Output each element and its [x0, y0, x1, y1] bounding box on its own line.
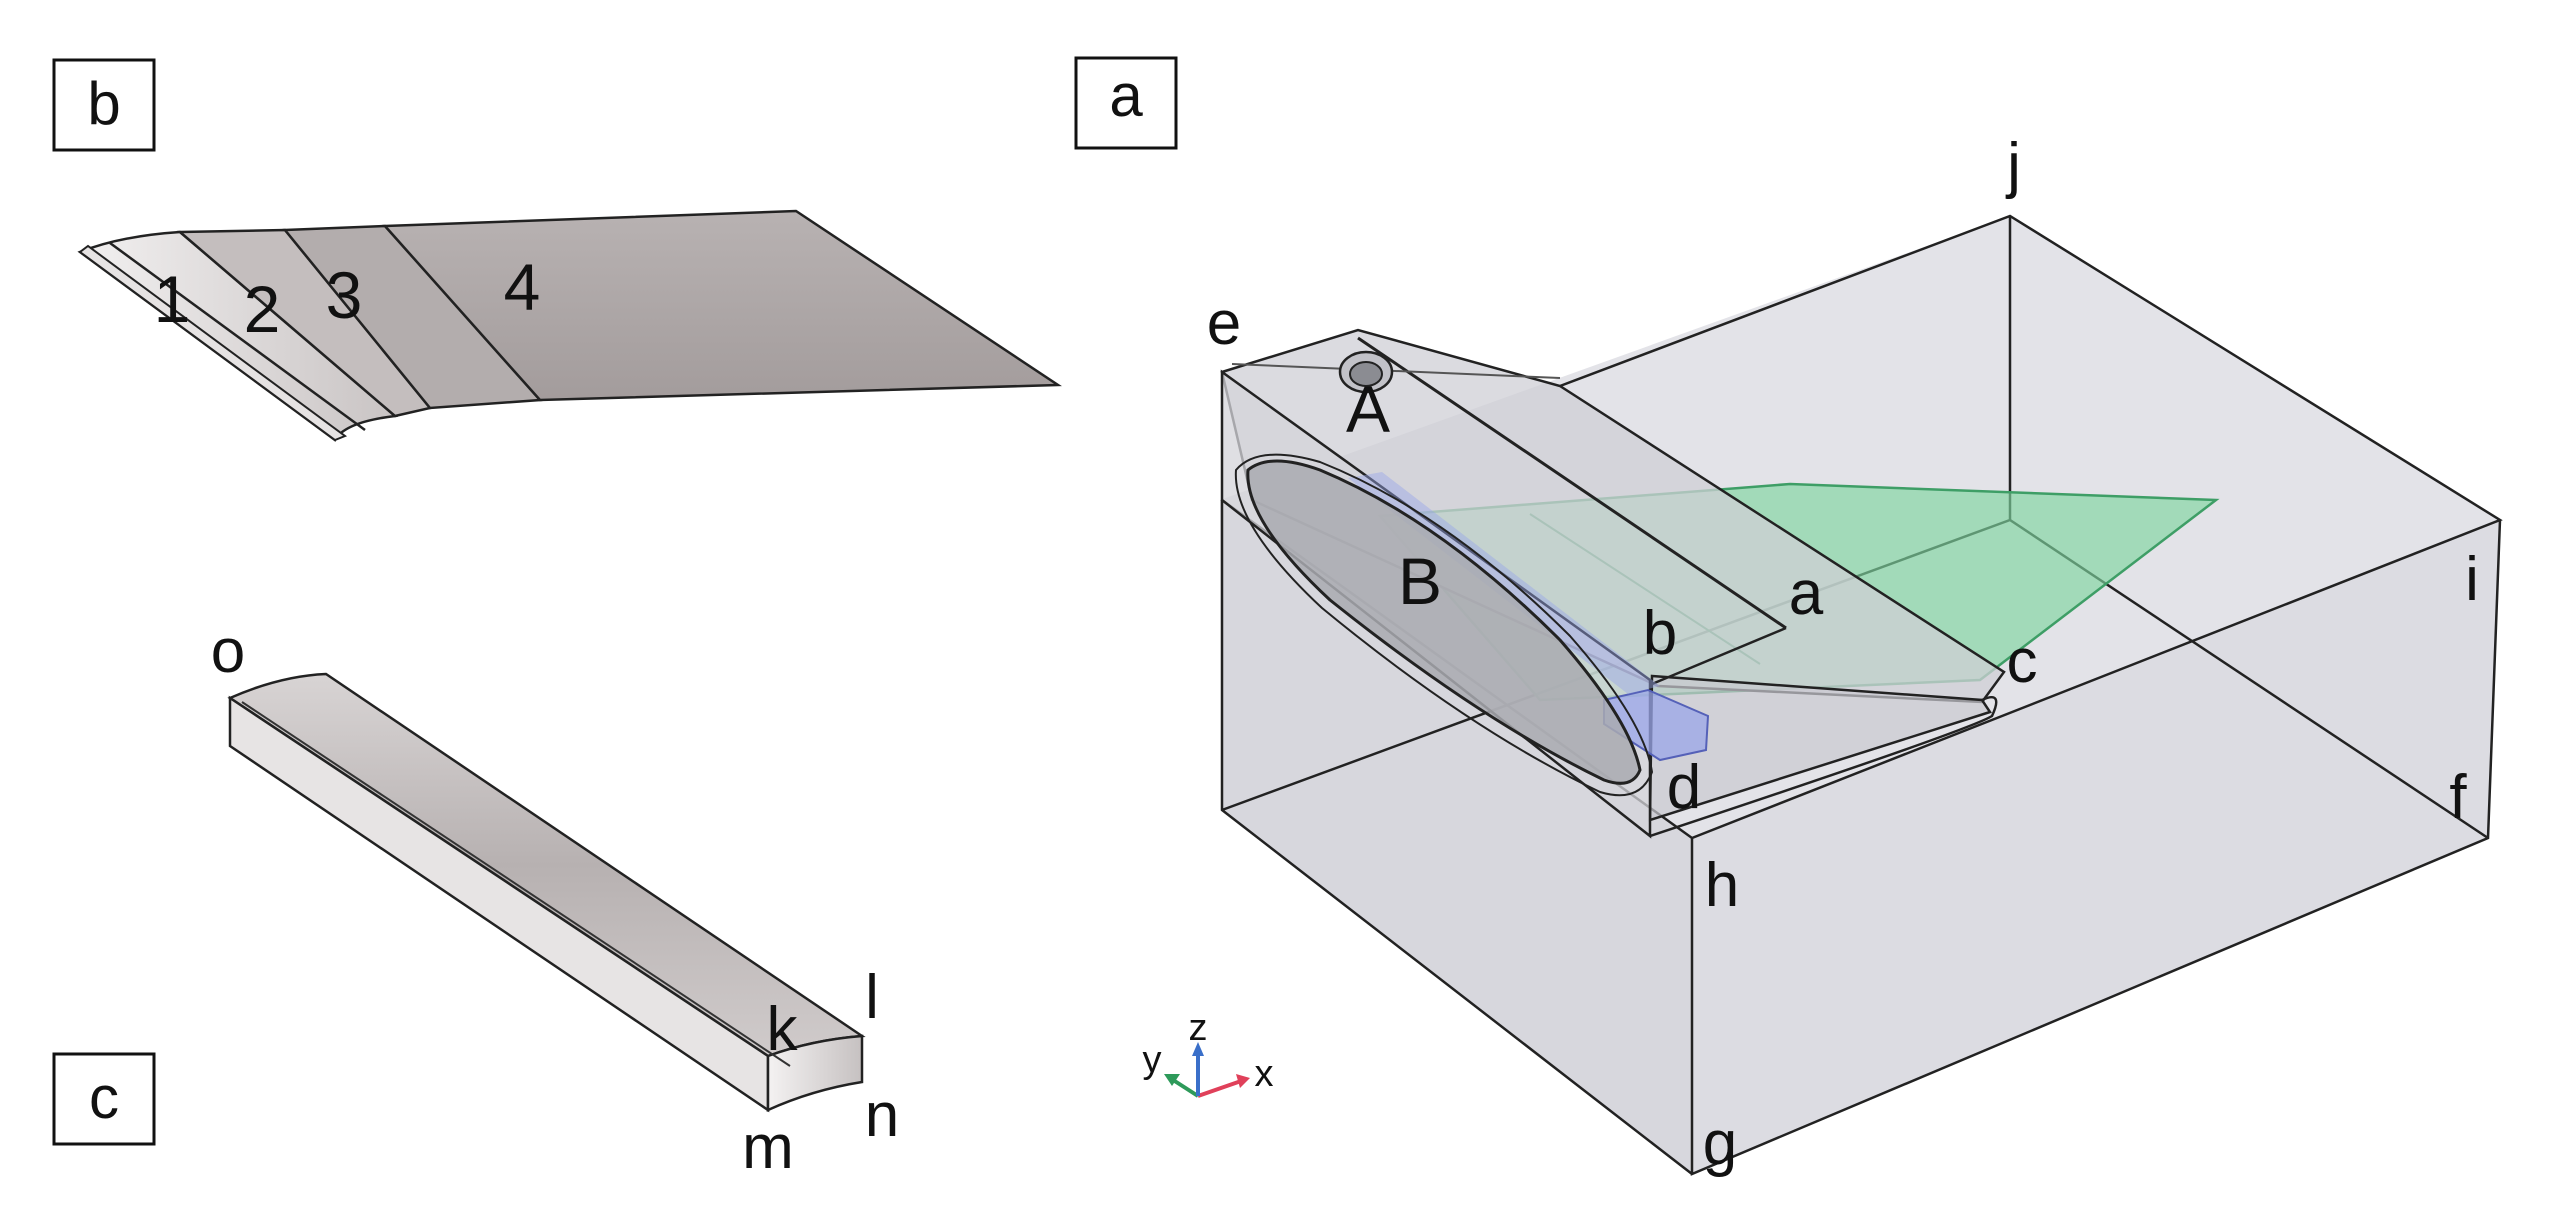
bar-vertex-m: m [742, 1113, 794, 1182]
slab-seam-1 [109, 241, 366, 432]
bar-end-face [766, 1034, 864, 1112]
panel-c-label-box [52, 1052, 156, 1146]
domain-front-face [1692, 520, 2500, 1174]
bar-vertex-o: o [211, 617, 245, 686]
bar-vertex-l: l [865, 963, 879, 1032]
axis-z-head [1192, 1042, 1204, 1056]
panel-a-label-box [1074, 56, 1178, 150]
axis-x-arrow [1197, 1078, 1245, 1098]
panel-b-label-box [52, 58, 156, 152]
panel-a-label: a [1109, 62, 1143, 129]
circle-region-a-inner [1349, 361, 1383, 387]
axis-x-head [1236, 1074, 1250, 1088]
panel-c-label: c [89, 1064, 119, 1131]
panel-b: b 1 2 3 4 [52, 58, 1062, 442]
channel-ridge-a [1651, 626, 1787, 686]
ellipse-region-b-rim [1234, 453, 1654, 797]
slab-shape [77, 209, 1062, 442]
slab-label-2: 2 [244, 272, 281, 346]
slab-label-3: 3 [326, 258, 363, 332]
panel-a: a [1074, 56, 2503, 1178]
panel-b-label: b [87, 70, 120, 137]
vertex-label-j: j [2005, 131, 2021, 200]
axes-triad: x y z [1143, 1007, 1274, 1098]
domain-side-face [1222, 500, 1692, 1174]
bar-vertex-n: n [865, 1081, 899, 1150]
region-label-b: B [1398, 544, 1442, 618]
circle-region-a [1338, 350, 1394, 394]
bar-vertex-k: k [767, 995, 799, 1064]
axis-y-head [1164, 1074, 1180, 1086]
slab-front-edge [78, 244, 348, 442]
channel-rounded-end [1649, 696, 1998, 838]
channel-ridge [1357, 336, 1787, 630]
slab-region-4 [382, 209, 1062, 402]
bar-ridge-line [241, 701, 791, 1067]
bar-side-face [228, 695, 770, 1113]
bar-shape [227, 672, 866, 1113]
channel-rim [1231, 363, 1561, 379]
axis-x-label: x [1255, 1053, 1274, 1095]
axis-z-label: z [1189, 1007, 1208, 1049]
axis-y-label: y [1143, 1039, 1162, 1081]
panel-c: c o k l m n [52, 617, 899, 1182]
vertex-label-e: e [1207, 289, 1241, 358]
vertex-label-f: f [2449, 763, 2467, 832]
vertex-label-c: c [2007, 627, 2038, 696]
vertex-label-h: h [1705, 851, 1739, 920]
vertex-label-a: a [1789, 559, 1824, 628]
region-label-a: A [1346, 372, 1390, 446]
slab-label-4: 4 [504, 250, 541, 324]
vertex-label-i: i [2465, 545, 2479, 614]
slab-label-1: 1 [154, 262, 191, 336]
ellipse-region-b [1246, 459, 1642, 785]
vertex-label-g: g [1703, 1109, 1737, 1178]
vertex-label-b: b [1643, 599, 1677, 668]
vertex-label-d: d [1667, 753, 1701, 822]
domain-edges [1220, 214, 2503, 1176]
